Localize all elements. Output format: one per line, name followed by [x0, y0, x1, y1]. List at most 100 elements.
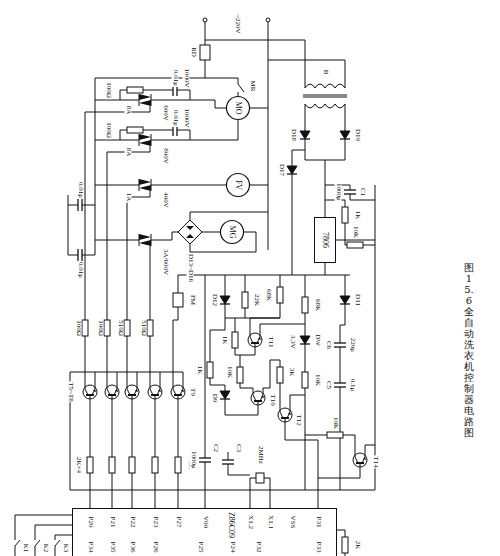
part-label: FM	[189, 294, 196, 306]
part-label: P34	[87, 541, 94, 554]
part-label: 8A	[125, 147, 132, 158]
resistor-symbol	[104, 320, 110, 336]
part-label: 10K	[352, 225, 359, 239]
part-label: X1.2	[247, 514, 254, 530]
resistor-symbol	[82, 320, 88, 336]
part-label: T9	[189, 387, 196, 397]
part-label: T10	[269, 393, 276, 406]
resistor-symbol	[152, 457, 158, 473]
resistor-symbol	[242, 292, 248, 308]
part-label: X1.1	[267, 514, 274, 530]
triac-symbol	[139, 134, 151, 146]
part-label: D9	[211, 393, 218, 404]
triac-symbol	[139, 179, 151, 191]
resistor-symbol	[327, 432, 343, 438]
part-label: C6	[325, 340, 332, 350]
diode-symbol	[340, 296, 350, 304]
resistor-symbol	[277, 367, 283, 383]
part-label: P23	[152, 516, 159, 529]
part-label: 0.01μ	[77, 261, 84, 279]
part-label: 3A/600V	[162, 248, 169, 276]
part-label: 100Ω	[97, 319, 104, 337]
part-label: 0.01μ	[77, 181, 84, 199]
resistor-symbol	[207, 362, 213, 378]
part-label: P35	[109, 541, 116, 554]
capacitor-symbol	[78, 199, 82, 211]
resistor-symbol	[124, 320, 130, 336]
capacitor-symbol	[334, 383, 346, 387]
part-label: P24	[229, 541, 236, 554]
part-label: 220μ	[349, 337, 356, 353]
circle-outline	[226, 96, 249, 119]
part-label: 1A	[125, 192, 132, 203]
capacitor-symbol	[78, 249, 82, 261]
regulator-box: 7806	[314, 217, 336, 263]
part-label: 1000μ	[335, 182, 342, 202]
wire	[15, 20, 375, 556]
terminal	[203, 18, 207, 22]
part-label: P25	[197, 541, 204, 554]
motor-symbol: MG	[220, 220, 244, 244]
terminal	[266, 18, 270, 22]
fuse-symbol	[200, 45, 210, 60]
component-name: FV	[234, 180, 242, 190]
zener-symbol	[300, 336, 310, 344]
part-label: 100Ω	[105, 121, 112, 139]
transistor-symbol	[105, 382, 119, 402]
part-label: B	[322, 69, 329, 76]
part-label: C2	[212, 443, 219, 453]
part-label: 0.01μ	[172, 69, 179, 87]
part-label: 3.3V	[289, 334, 296, 350]
resistor-symbol	[175, 457, 181, 473]
part-label: D17	[278, 163, 285, 177]
part-label: V00	[202, 515, 209, 529]
part-label: 1000μ	[190, 450, 197, 470]
part-label: T14	[372, 455, 379, 468]
part-label: P27	[175, 516, 182, 529]
part-label: 8A	[125, 105, 132, 116]
bridge-rectifier	[178, 220, 202, 244]
part-label: 68K	[314, 298, 321, 312]
resistor-symbol	[342, 207, 348, 223]
capacitor-symbol	[344, 190, 356, 194]
part-label: C1	[359, 187, 366, 197]
diode-symbol	[300, 131, 310, 139]
resistor-symbol	[342, 537, 348, 553]
resistor-symbol	[347, 242, 363, 248]
part-label: D13~D16	[187, 253, 194, 283]
part-label: 510Ω	[140, 319, 147, 337]
transistor-symbol	[171, 382, 185, 402]
part-label: 510Ω	[117, 319, 124, 337]
circle-outline	[226, 173, 249, 196]
part-label: 0.01μ	[172, 109, 179, 127]
diode-symbol	[287, 166, 297, 174]
part-label: 10K	[332, 416, 339, 430]
valve-symbol: FV	[226, 173, 250, 197]
diode-symbol	[220, 391, 230, 399]
part-label: T11	[267, 335, 274, 348]
part-label: 1K	[196, 365, 203, 376]
part-label: P21	[109, 516, 116, 529]
part-label: ~220V	[234, 13, 241, 34]
part-label: P31	[315, 516, 322, 529]
part-label: 10K	[314, 373, 321, 387]
part-label: 600V	[162, 104, 169, 122]
part-label: P33	[315, 541, 322, 554]
figure-caption: 图 15.6 全自动洗衣机控制器电路图	[464, 262, 474, 438]
resistor-symbol	[277, 287, 283, 303]
component-name: 7806	[321, 232, 329, 248]
resistor-symbol	[109, 457, 115, 473]
part-label: P36	[129, 541, 136, 554]
part-label: MR	[249, 80, 256, 93]
transistor-symbol	[251, 388, 265, 408]
part-label: VSS	[289, 515, 296, 530]
part-label: K3	[62, 543, 69, 554]
part-label: 100Ω	[75, 319, 82, 337]
part-label: P22	[129, 516, 136, 529]
part-label: D11	[354, 293, 361, 307]
resistor-symbol	[232, 332, 238, 348]
part-label: RD	[190, 46, 197, 58]
triac-symbol	[139, 94, 151, 106]
capacitor-symbol	[334, 343, 346, 347]
part-label: D19	[354, 128, 361, 142]
